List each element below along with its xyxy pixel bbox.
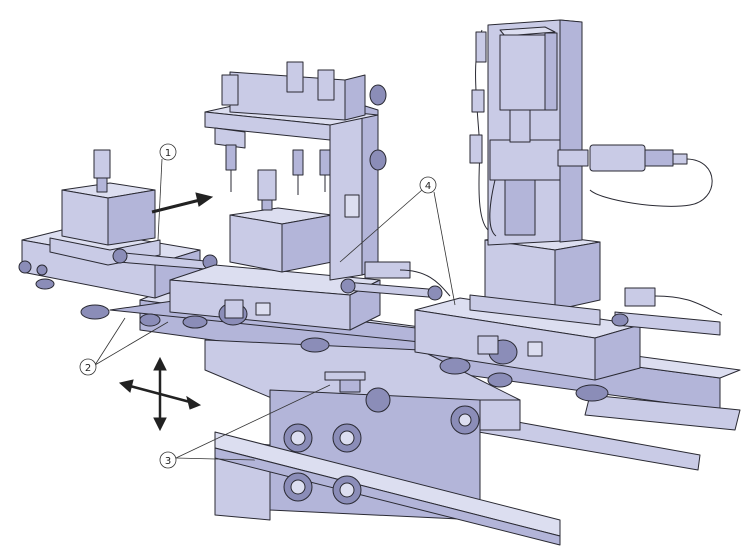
callout-4: 4 (339, 176, 456, 306)
center-connecting-rod (340, 261, 443, 301)
callout-4-label: 4 (425, 181, 431, 192)
center-slide-table (169, 264, 381, 353)
feed-direction-arrow (151, 192, 214, 214)
callout-2: 2 (79, 317, 169, 376)
center-clamp-block (229, 169, 333, 273)
motion-axes-arrows (118, 356, 202, 432)
right-clamp-block (469, 232, 601, 326)
callout-3-label: 3 (165, 456, 171, 467)
drill-head-column (329, 84, 387, 281)
connecting-rod (112, 248, 219, 271)
pneumatic-hoses (399, 29, 713, 297)
callout-3: 3 (159, 384, 331, 469)
guide-rollers (283, 387, 480, 505)
callout-1-label: 1 (165, 148, 171, 159)
callout-1: 1 (157, 143, 177, 241)
air-fittings (611, 287, 723, 336)
callout-2-label: 2 (85, 363, 91, 374)
drill-head (204, 61, 379, 195)
spindle-motor-column (487, 19, 688, 246)
